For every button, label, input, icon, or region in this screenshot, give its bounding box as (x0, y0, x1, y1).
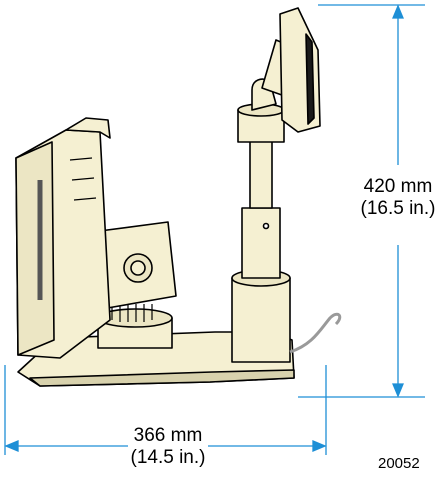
width-dimension-label: 366 mm (14.5 in.) (118, 425, 218, 469)
display-back-ridge (65, 117, 111, 139)
cable (289, 312, 342, 354)
height-metric: 420 mm (363, 176, 433, 197)
height-dimension-label: 420 mm (16.5 in.) (352, 176, 435, 220)
height-arrow-up (392, 4, 404, 19)
pedestal-ribs (111, 304, 153, 322)
width-arrow-right (312, 440, 327, 452)
customer-display-screen (305, 33, 315, 125)
pole-upper-section (249, 139, 273, 209)
display-bezel (15, 141, 55, 356)
display-grip-lines (69, 157, 97, 201)
pole-lower-housing (231, 277, 291, 363)
tilt-hinge-inner (130, 260, 146, 276)
pole-middle-section (241, 207, 281, 279)
width-metric: 366 mm (133, 425, 203, 446)
height-arrow-down (392, 383, 404, 398)
base-front-edge (29, 369, 295, 387)
width-imperial: (14.5 in.) (130, 446, 206, 468)
figure-id-label: 20052 (378, 455, 420, 472)
dimension-lines (4, 4, 425, 455)
terminal-illustration (15, 7, 342, 387)
height-imperial: (16.5 in.) (360, 197, 435, 219)
pole-screw (262, 222, 270, 230)
width-arrow-left (4, 440, 19, 452)
